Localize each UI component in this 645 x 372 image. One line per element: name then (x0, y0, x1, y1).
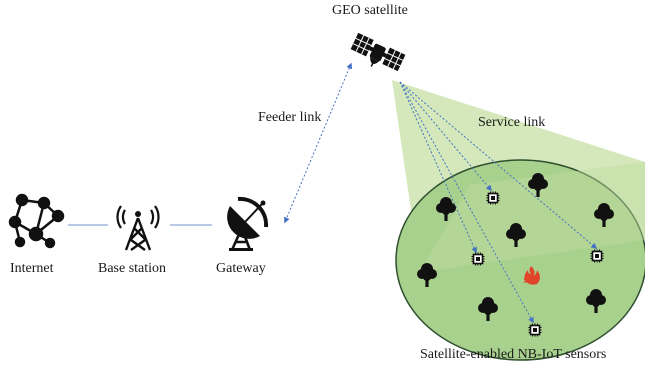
coverage-area (395, 159, 645, 361)
beam-overlap (420, 162, 645, 272)
geo-satellite-label: GEO satellite (332, 3, 408, 18)
base-station-label: Base station (98, 261, 167, 276)
gateway-dish-icon (227, 196, 269, 251)
internet-network-icon (8, 193, 65, 249)
sensor-chip-icon (527, 322, 543, 338)
sensor-chip-icon (589, 248, 605, 264)
sensors-label: Satellite-enabled NB-IoT sensors (420, 347, 607, 362)
service-link-label: Service link (478, 115, 546, 130)
feeder-link-label: Feeder link (258, 110, 322, 125)
base-station-tower-icon (116, 205, 160, 251)
sensor-chip-icon (485, 190, 501, 206)
feeder-link-line (283, 62, 353, 224)
satellite-icon (350, 32, 406, 72)
fire-icon (523, 266, 540, 285)
gateway-label: Gateway (216, 261, 266, 276)
service-links (399, 81, 598, 324)
sensor-chip-icon (470, 251, 486, 267)
internet-label: Internet (10, 261, 54, 276)
